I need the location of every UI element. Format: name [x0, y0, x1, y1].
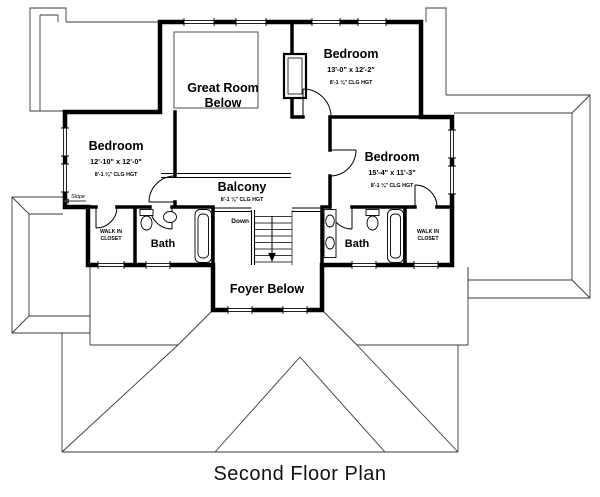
closet-left-label-line2: CLOSET [100, 236, 122, 242]
slope-annotation: Slope [62, 194, 86, 204]
interior-walls [63, 20, 454, 267]
toilet-right-bowl [366, 215, 379, 231]
slope-label: Slope [71, 194, 85, 200]
roof-outline [11, 7, 591, 453]
great-room-label-line2: Below [205, 96, 242, 110]
balcony-label: Balcony [218, 180, 267, 194]
bedroom-left-ceiling: 8'-1 ⅛" CLG HGT [95, 172, 138, 178]
floor-plan-drawing: Down Slope Great Room Belo [11, 7, 591, 453]
closet-right-label-line2: CLOSET [417, 236, 439, 242]
great-room-opening-outline [173, 31, 259, 109]
bedroom-left-dims: 12'-10" x 12'-0" [90, 157, 142, 166]
bedroom-right-ceiling: 8'-1 ⅛" CLG HGT [371, 183, 414, 189]
balcony-ceiling: 8'-1 ⅛" CLG HGT [221, 197, 264, 203]
great-room-label-line1: Great Room [187, 81, 259, 95]
toilet-left-tank [139, 209, 154, 216]
doors [95, 88, 438, 230]
bedroom-top-dims: 13'-0" x 12'-2" [327, 65, 375, 74]
closet-left-label-line1: WALK IN [100, 229, 122, 235]
sink-right-2 [325, 236, 335, 250]
bedroom-right-dims: 15'-4" x 11'-3" [368, 168, 415, 177]
bath-left-label: Bath [151, 238, 176, 250]
bath-right-fixtures [323, 209, 404, 263]
bedroom-top-ceiling: 8'-1 ⅛" CLG HGT [330, 80, 373, 86]
sink-left [163, 211, 177, 223]
foyer-label: Foyer Below [230, 282, 305, 296]
bath-right-label: Bath [345, 238, 370, 250]
bedroom-right-label: Bedroom [365, 150, 420, 164]
stairs-down-label: Down [231, 218, 249, 225]
fireplace-chase [282, 52, 308, 100]
page-title: Second Floor Plan [213, 463, 387, 485]
bath-left-fixtures [139, 209, 212, 263]
closet-right-label-line1: WALK IN [417, 229, 439, 235]
stair-arrowhead [268, 253, 276, 262]
toilet-right-tank [365, 209, 380, 216]
room-labels: Great Room Below Bedroom 13'-0" x 12'-2"… [89, 47, 440, 296]
toilet-left-bowl [140, 215, 153, 231]
windows [61, 18, 456, 314]
bedroom-left-label: Bedroom [89, 139, 144, 153]
sink-right-1 [325, 214, 335, 228]
stairs: Down [231, 210, 293, 265]
railings [161, 172, 322, 265]
slope-arrowhead [62, 198, 69, 204]
bedroom-top-label: Bedroom [324, 47, 379, 61]
